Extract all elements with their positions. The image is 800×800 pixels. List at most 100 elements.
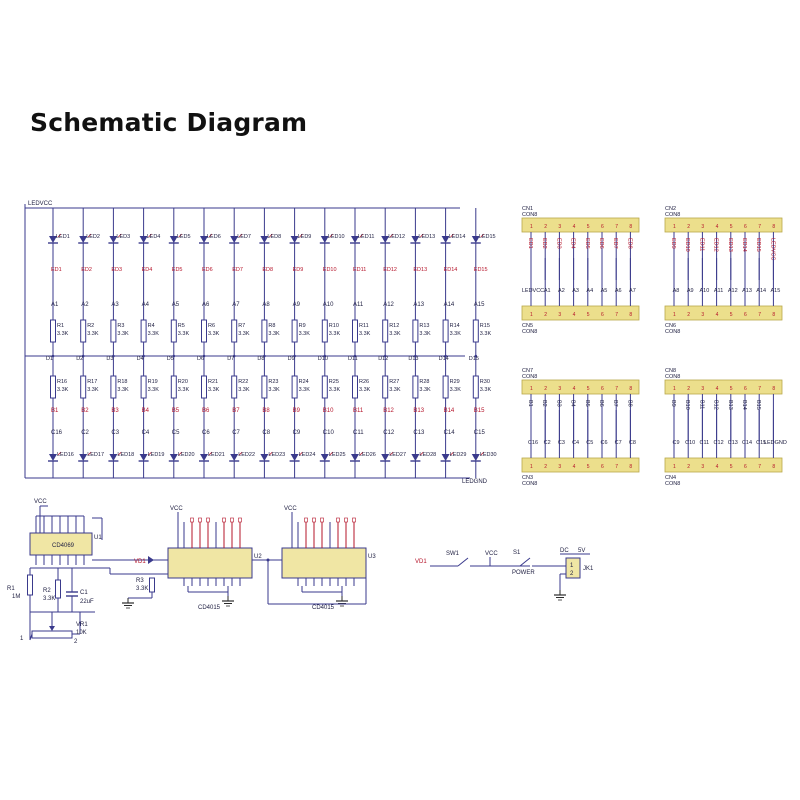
resistor-symbol bbox=[382, 319, 389, 343]
pin-label: B10 bbox=[684, 400, 690, 410]
pin-number: 7 bbox=[615, 464, 618, 470]
resistor-value: 3.3K bbox=[43, 596, 55, 602]
switch-lever bbox=[519, 557, 531, 567]
resistor-symbol bbox=[261, 375, 268, 399]
net-label-b: B8 bbox=[262, 408, 270, 414]
connector-ref: CN7 bbox=[522, 368, 533, 374]
pin-number: 8 bbox=[772, 224, 775, 230]
resistor-value: 3.3K bbox=[450, 331, 462, 337]
led-emission-arrow bbox=[208, 233, 213, 238]
pin-label: A7 bbox=[629, 288, 636, 294]
resistor-ref: R10 bbox=[329, 323, 339, 329]
junction-dot bbox=[323, 354, 327, 358]
resistor-symbol bbox=[291, 375, 298, 399]
pin-flag bbox=[222, 517, 226, 523]
net-label-b: B14 bbox=[444, 408, 455, 414]
net-label: ED1 bbox=[51, 267, 62, 273]
resistor-ref: R1 bbox=[57, 323, 64, 329]
pin-number: 8 bbox=[629, 464, 632, 470]
led-ref: LED8 bbox=[267, 234, 281, 240]
led-symbol bbox=[49, 236, 57, 243]
resistor-ref: R3 bbox=[136, 578, 144, 584]
led-symbol bbox=[411, 454, 420, 461]
pin-label: C6 bbox=[600, 440, 607, 446]
net-label-b: B15 bbox=[474, 408, 485, 414]
resistor-ref: R23 bbox=[268, 379, 278, 385]
led-symbol bbox=[260, 236, 269, 243]
pin-number: 8 bbox=[629, 224, 632, 230]
net-label-b: B1 bbox=[51, 408, 59, 414]
resistor-value: 3.3K bbox=[359, 331, 371, 337]
led-emission-arrow bbox=[178, 451, 183, 456]
led-ref: LED25 bbox=[329, 452, 346, 458]
resistor-symbol bbox=[80, 319, 87, 343]
connector-body bbox=[521, 379, 640, 395]
resistor-value: 3.3K bbox=[148, 331, 160, 337]
pin-label: A14 bbox=[756, 288, 766, 294]
pin-flag bbox=[238, 517, 242, 523]
led-emission-arrow bbox=[118, 451, 122, 456]
resistor-value: 3.3K bbox=[238, 387, 250, 393]
resistor-value: 3.3K bbox=[136, 586, 148, 592]
connector-type: CON8 bbox=[665, 212, 680, 218]
resistor-value: 3.3K bbox=[208, 331, 220, 337]
pin-number: 6 bbox=[601, 312, 604, 318]
resistor-value: 3.3K bbox=[389, 387, 401, 393]
led-emission-arrow bbox=[420, 233, 424, 238]
led-symbol bbox=[79, 236, 88, 243]
connector-type: CON8 bbox=[665, 374, 680, 380]
led-emission-arrow bbox=[329, 451, 334, 456]
led-emission-arrow bbox=[178, 233, 183, 238]
pin-label: A4 bbox=[586, 288, 593, 294]
resistor-ref: R16 bbox=[57, 379, 67, 385]
pin-label: C12 bbox=[714, 440, 724, 446]
pin-number: 8 bbox=[772, 386, 775, 392]
junction-dot bbox=[142, 354, 145, 358]
net-label-b: B10 bbox=[323, 408, 334, 414]
pin-label: ED9 bbox=[670, 238, 676, 249]
resistor-value: 3.3K bbox=[480, 331, 492, 337]
pin-label: A3 bbox=[572, 288, 579, 294]
pin-label: LEDGND bbox=[764, 440, 787, 446]
net-label: ED13 bbox=[413, 267, 427, 273]
net-label-b: B11 bbox=[353, 408, 364, 414]
led-symbol bbox=[230, 236, 239, 243]
pin-label: B11 bbox=[698, 400, 704, 409]
pin-label: B14 bbox=[741, 400, 747, 410]
resistor-ref: R2 bbox=[87, 323, 94, 329]
led-ref: LED1 bbox=[56, 234, 70, 240]
ic-part: CD4015 bbox=[198, 605, 221, 611]
resistor-ref: R13 bbox=[419, 323, 429, 329]
pin-flag bbox=[190, 517, 194, 523]
pin-label: C14 bbox=[742, 440, 752, 446]
pin-number: 2 bbox=[74, 639, 78, 645]
pin-label: B7 bbox=[612, 400, 618, 407]
pin-number: 7 bbox=[615, 224, 618, 230]
switch-ref: SW1 bbox=[446, 551, 460, 557]
net-label-b: B3 bbox=[111, 408, 119, 414]
pin-number: 1 bbox=[570, 563, 574, 569]
connector-type: CON8 bbox=[665, 481, 680, 487]
connector-ref: CN2 bbox=[665, 206, 676, 212]
resistor-ref: R6 bbox=[208, 323, 215, 329]
pin-number: 2 bbox=[687, 464, 690, 470]
pin-number: 5 bbox=[587, 464, 590, 470]
led-symbol bbox=[139, 236, 148, 243]
pin-label: B13 bbox=[727, 400, 733, 410]
led-ref: LED30 bbox=[480, 452, 497, 458]
pin-label: ED7 bbox=[612, 238, 618, 249]
resistor-ref: R2 bbox=[43, 588, 51, 594]
resistor-value: 3.3K bbox=[389, 331, 401, 337]
net-label-a: A13 bbox=[413, 302, 424, 308]
resistor-ref: R30 bbox=[480, 379, 490, 385]
led-ref: LED12 bbox=[388, 234, 405, 240]
